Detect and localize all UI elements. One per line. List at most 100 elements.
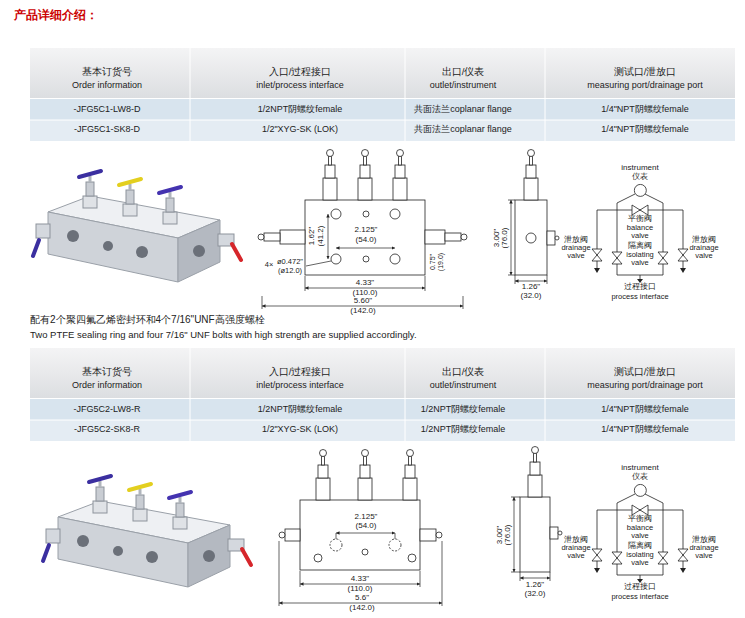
dimension-label: (142.0) xyxy=(348,604,375,612)
label-wrap: isolating valve xyxy=(622,551,658,568)
port-label: 过程接口 xyxy=(624,583,656,592)
extension-line xyxy=(520,572,521,581)
dimension-label: ø0.472" xyxy=(276,258,304,266)
side-port xyxy=(550,527,558,539)
dimension-line xyxy=(336,248,395,249)
block-outline xyxy=(520,497,550,572)
dimension-line xyxy=(515,281,547,282)
table-rule xyxy=(30,120,735,121)
label-wrap: Order information xyxy=(72,81,142,91)
side-port xyxy=(285,529,300,541)
port-hole xyxy=(526,233,536,243)
dimension-line xyxy=(511,200,512,275)
table-header: 测试口/泄放口 xyxy=(614,67,677,77)
label-wrap: (ø12.0) xyxy=(277,267,303,275)
valve-label: drainage valve xyxy=(687,544,721,561)
label-wrap: Two PTFE sealing ring and four 7/16" UNF… xyxy=(30,330,417,340)
label-wrap: 入口/过程接口 xyxy=(269,67,332,77)
label-wrap: -JFG5C2-SK8-R xyxy=(74,425,140,435)
table-cell: 1/2"XYG-SK (LOK) xyxy=(262,125,338,135)
label-wrap: 5.6" xyxy=(354,594,370,602)
table-header-band xyxy=(30,48,735,98)
dimension-label: 3.00" xyxy=(493,228,501,248)
dimension-label: (19.0) xyxy=(437,252,444,272)
table-cell: -JFG5C1-LW8-D xyxy=(74,105,141,115)
label-wrap: measuring port/drainage port xyxy=(587,381,703,391)
label-wrap: 出口/仪表 xyxy=(442,367,485,377)
port-hole xyxy=(408,554,416,562)
valve-symbol xyxy=(358,150,372,201)
label-wrap: 测试口/泄放口 xyxy=(614,67,677,77)
dimension-label: 1.26" xyxy=(525,581,545,589)
label-wrap: 过程接口 xyxy=(624,283,656,292)
dimension-label: (142.0) xyxy=(349,307,376,315)
label-wrap: 1/2"XYG-SK (LOK) xyxy=(262,125,338,135)
table-header: 基本订货号 xyxy=(82,367,132,377)
dimension-label: 0.75" xyxy=(429,253,436,271)
label-wrap: 1/2NPT阴螺纹female xyxy=(421,425,506,435)
side-view xyxy=(520,497,562,572)
label-wrap: ø0.472" xyxy=(276,258,304,266)
label-wrap: 入口/过程接口 xyxy=(269,367,332,377)
title-wrap: 产品详细介绍： xyxy=(14,9,98,22)
valve-schematic xyxy=(592,194,688,283)
side-port xyxy=(547,231,555,245)
table-row-band xyxy=(30,99,735,120)
table-row-band xyxy=(30,420,735,441)
table-header: inlet/process interface xyxy=(256,381,344,391)
extension-line xyxy=(508,200,515,201)
table-cell: 1/2NPT阴螺纹female xyxy=(421,405,506,415)
table-row-band xyxy=(30,399,735,420)
manifold-photo xyxy=(43,476,251,587)
manifold-photo xyxy=(33,171,241,282)
dimension-label: (41.2) xyxy=(317,225,325,248)
valve-knob xyxy=(461,234,467,240)
extension-line xyxy=(463,296,464,309)
valve-symbol xyxy=(528,447,542,498)
side-port xyxy=(420,529,436,541)
extension-line xyxy=(305,276,306,291)
label-wrap: 共面法兰coplanar flange xyxy=(414,105,512,115)
table-cell: -JFG5C2-LW8-R xyxy=(74,405,141,415)
dimension-label: 5.60" xyxy=(353,297,373,305)
label-wrap: 4× xyxy=(264,261,275,269)
dimension-lines xyxy=(279,533,442,606)
dimension-label: 1.62" xyxy=(308,226,316,246)
block-outline xyxy=(300,500,420,570)
label-wrap: 3.00" xyxy=(493,228,501,248)
instrument-label: instrument xyxy=(621,164,658,173)
label-wrap: 1/4"NPT阴螺纹female xyxy=(601,105,689,115)
label-wrap: drainage valve xyxy=(559,544,593,561)
valve-label: 隔离阀 xyxy=(628,242,652,251)
extension-line xyxy=(547,275,548,284)
label-wrap: 测试口/泄放口 xyxy=(614,367,677,377)
table-header: measuring port/drainage port xyxy=(587,81,703,91)
table-header: Order information xyxy=(72,381,142,391)
note-text: Two PTFE sealing ring and four 7/16" UNF… xyxy=(30,330,417,340)
block-outline xyxy=(305,200,425,275)
leader-line xyxy=(306,261,331,266)
table-rule xyxy=(545,48,546,141)
label-wrap: 2.125" xyxy=(354,513,379,521)
label-wrap: drainage valve xyxy=(687,544,721,561)
label-wrap: 5.60" xyxy=(353,297,373,305)
label-wrap: (76.0) xyxy=(504,524,512,547)
port-label: 过程接口 xyxy=(624,283,656,292)
table-rule xyxy=(30,420,735,421)
table-header: 测试口/泄放口 xyxy=(614,367,677,377)
valve-knob xyxy=(555,236,559,240)
side-port xyxy=(445,233,461,241)
table-header: outlet/instrument xyxy=(430,81,497,91)
extension-line xyxy=(511,572,520,573)
extension-line xyxy=(515,275,516,284)
side-port xyxy=(425,230,445,244)
label-wrap: (76.0) xyxy=(501,227,509,250)
port-hole xyxy=(363,256,369,262)
front-view xyxy=(279,500,442,570)
table-header: 基本订货号 xyxy=(82,67,132,77)
table-header: Order information xyxy=(72,81,142,91)
label-wrap: -JFG5C1-LW8-D xyxy=(74,105,141,115)
label-wrap: (142.0) xyxy=(348,604,375,612)
dimension-label: 4.33" xyxy=(350,575,370,583)
bolt-hole xyxy=(390,254,400,264)
